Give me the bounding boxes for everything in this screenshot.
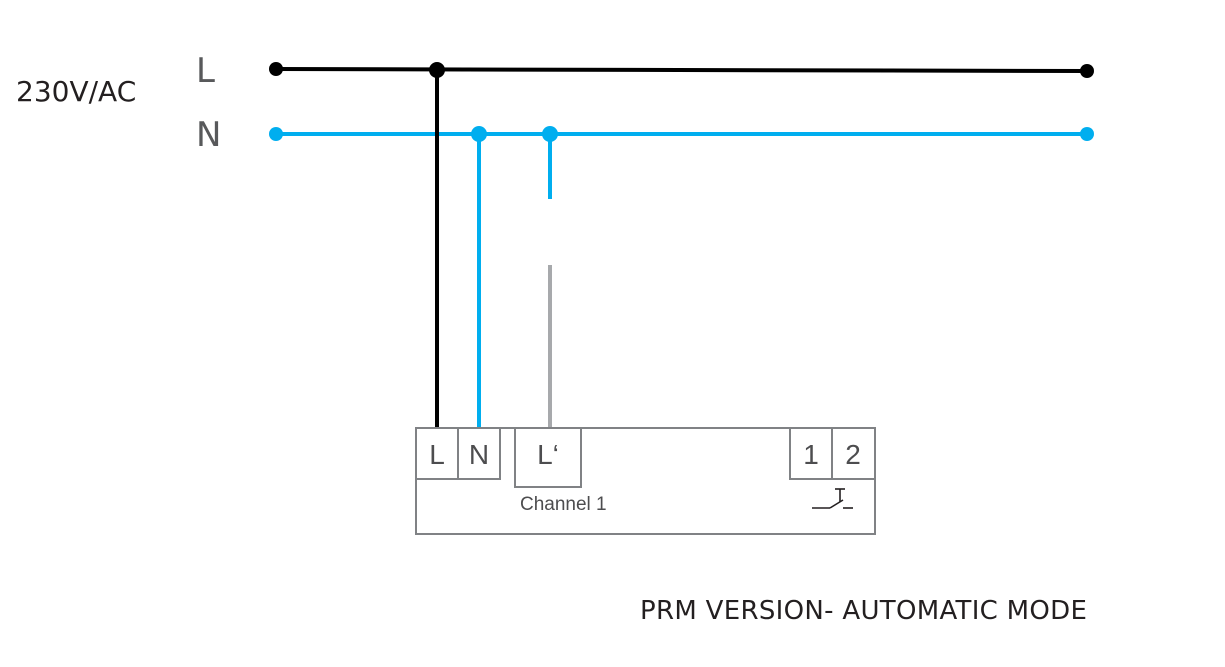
terminal-2-box: [831, 427, 876, 480]
channel-label: Channel 1: [520, 494, 607, 515]
load-wire: [542, 126, 558, 428]
neutral-bus: [269, 127, 1094, 141]
phase-bus-line: [275, 67, 1088, 73]
terminal-1: 1: [789, 427, 833, 480]
terminal-2-label: 2: [845, 439, 861, 470]
phase-drop-wire: [429, 62, 445, 428]
phase-bus-start-node: [269, 62, 283, 76]
terminal-L: L: [415, 427, 459, 480]
terminal-L-label: L: [429, 439, 445, 470]
phase-junction-node: [429, 62, 445, 78]
neutral-bus-end-node: [1080, 127, 1094, 141]
line-label-neutral: N: [196, 115, 221, 155]
diagram-caption: PRM VERSION- AUTOMATIC MODE: [640, 596, 1087, 626]
phase-bus-end-node: [1080, 64, 1094, 78]
supply-voltage-label: 230V/AC: [16, 75, 136, 108]
neutral-junction-node: [471, 126, 487, 142]
push-button-switch-icon: [812, 488, 853, 509]
neutral-bus-start-node: [269, 127, 283, 141]
neutral-drop-wire: [471, 126, 487, 428]
terminal-L-prime-box: [514, 427, 582, 488]
line-label-phase: L: [196, 51, 215, 91]
terminal-N: N: [457, 427, 501, 480]
terminal-L-prime-label: L‘: [537, 439, 559, 470]
terminal-L-prime: L‘: [514, 427, 582, 488]
terminal-1-label: 1: [803, 439, 819, 470]
terminal-2: 2: [831, 427, 876, 480]
terminal-N-label: N: [469, 439, 489, 470]
terminal-N-box: [457, 427, 501, 480]
terminal-1-box: [789, 427, 833, 480]
phase-bus: [269, 62, 1094, 78]
device-module: L N L‘ Channel 1 1 2: [415, 427, 876, 535]
load-neutral-junction-node: [542, 126, 558, 142]
